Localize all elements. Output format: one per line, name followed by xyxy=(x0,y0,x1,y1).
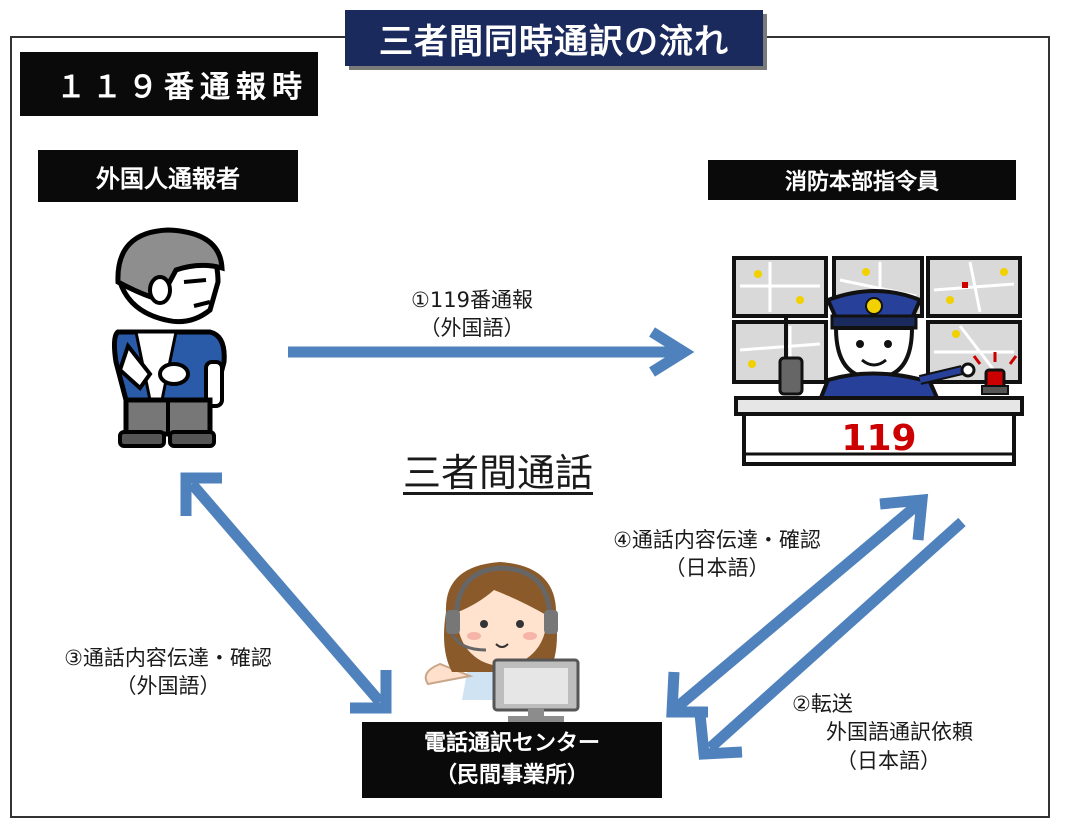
step3-language: （外国語） xyxy=(115,674,221,699)
step2-title: ②転送 xyxy=(792,692,853,716)
arrow-step3-head-bottom xyxy=(350,670,392,714)
step1-label: ①119番通報 （外国語） xyxy=(372,286,572,343)
desk-number: 119 xyxy=(841,418,916,459)
caller-label: 外国人通報者 xyxy=(38,150,298,202)
interpretation-center-label: 電話通訳センター （民間事業所） xyxy=(362,722,662,798)
arrow-step2 xyxy=(706,517,966,753)
diagram-title: 三者間同時通訳の流れ xyxy=(345,10,763,66)
arrow-step3 xyxy=(187,480,385,706)
arrow-step4 xyxy=(672,501,920,713)
dispatcher-label: 消防本部指令員 xyxy=(708,160,1016,200)
step4-language: （日本語） xyxy=(664,556,770,581)
center-name: 電話通訳センター xyxy=(423,731,600,757)
section-label: １１９番通報時 xyxy=(20,52,318,116)
center-type: （民間事業所） xyxy=(434,763,589,788)
step4-title: ④通話内容伝達・確認 xyxy=(613,528,821,552)
arrow-step1-head xyxy=(649,327,695,377)
step1-language: （外国語） xyxy=(419,316,525,341)
arrow-step2-head xyxy=(694,713,743,760)
step2-label: ②転送 外国語通訳依頼 （日本語） xyxy=(780,690,1040,775)
step1-title: ①119番通報 xyxy=(411,288,533,312)
step3-title: ③通話内容伝達・確認 xyxy=(64,646,272,670)
step2-request: 外国語通訳依頼 xyxy=(826,720,973,745)
step2-language: （日本語） xyxy=(836,748,941,773)
arrow-step4-tail xyxy=(666,671,708,718)
step3-label: ③通話内容伝達・確認 （外国語） xyxy=(20,644,316,701)
three-way-call-caption: 三者間通話 xyxy=(403,451,594,495)
step4-label: ④通話内容伝達・確認 （日本語） xyxy=(572,526,862,583)
arrow-step3-head-top xyxy=(180,472,222,516)
arrow-step4-head xyxy=(879,493,929,541)
